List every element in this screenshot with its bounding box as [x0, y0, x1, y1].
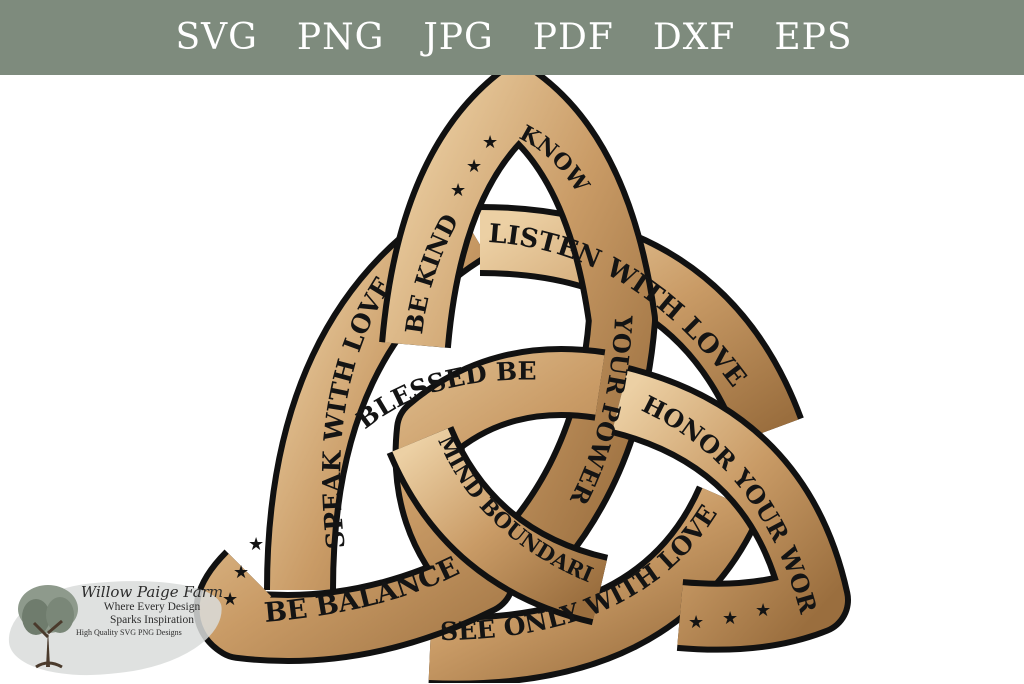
knot-band-bottom-arc: [428, 484, 763, 683]
willow-tree-icon: [18, 585, 78, 669]
star-icon: ★: [233, 562, 249, 583]
format-jpg: JPG: [423, 16, 494, 58]
star-icon: ★: [466, 156, 482, 177]
star-icon: ★: [688, 612, 704, 633]
triquetra-artwork: KNOW BE KIND LISTEN WITH LOVE SPEAK WITH…: [0, 75, 851, 683]
star-icon: ★: [755, 600, 771, 621]
knot-band-right-arc: [479, 204, 804, 443]
format-eps: EPS: [774, 16, 853, 58]
star-icon: ★: [722, 608, 738, 629]
brand-logo: Willow Paige Farm Where Every Design Spa…: [3, 570, 228, 684]
format-pdf: PDF: [532, 16, 614, 58]
format-dxf: DXF: [652, 16, 736, 58]
star-icon: ★: [450, 180, 466, 201]
logo-text: Willow Paige Farm Where Every Design Spa…: [72, 583, 232, 639]
knot-band-top-loop: [379, 75, 658, 563]
brand-fineprint: High Quality SVG PNG Designs: [76, 628, 182, 637]
format-banner: SVG PNG JPG PDF DXF EPS: [0, 0, 1024, 75]
knot-band-left-loop: [193, 346, 606, 664]
knot-band-right-loop: [610, 365, 851, 653]
star-icon: ★: [222, 589, 238, 610]
star-icon: ★: [248, 534, 264, 555]
brand-name: Willow Paige Farm: [80, 583, 224, 601]
star-icon: ★: [482, 132, 498, 153]
format-png: PNG: [296, 16, 385, 58]
brand-tagline-line1: Where Every Design: [103, 601, 201, 613]
knot-band-inner-curve: [386, 425, 609, 626]
brand-tagline-line2: Sparks Inspiration: [109, 614, 194, 626]
phrase-be-balanced: BE BALANCED: [0, 75, 464, 629]
format-svg: SVG: [175, 16, 258, 58]
format-list: SVG PNG JPG PDF DXF EPS: [175, 16, 853, 58]
